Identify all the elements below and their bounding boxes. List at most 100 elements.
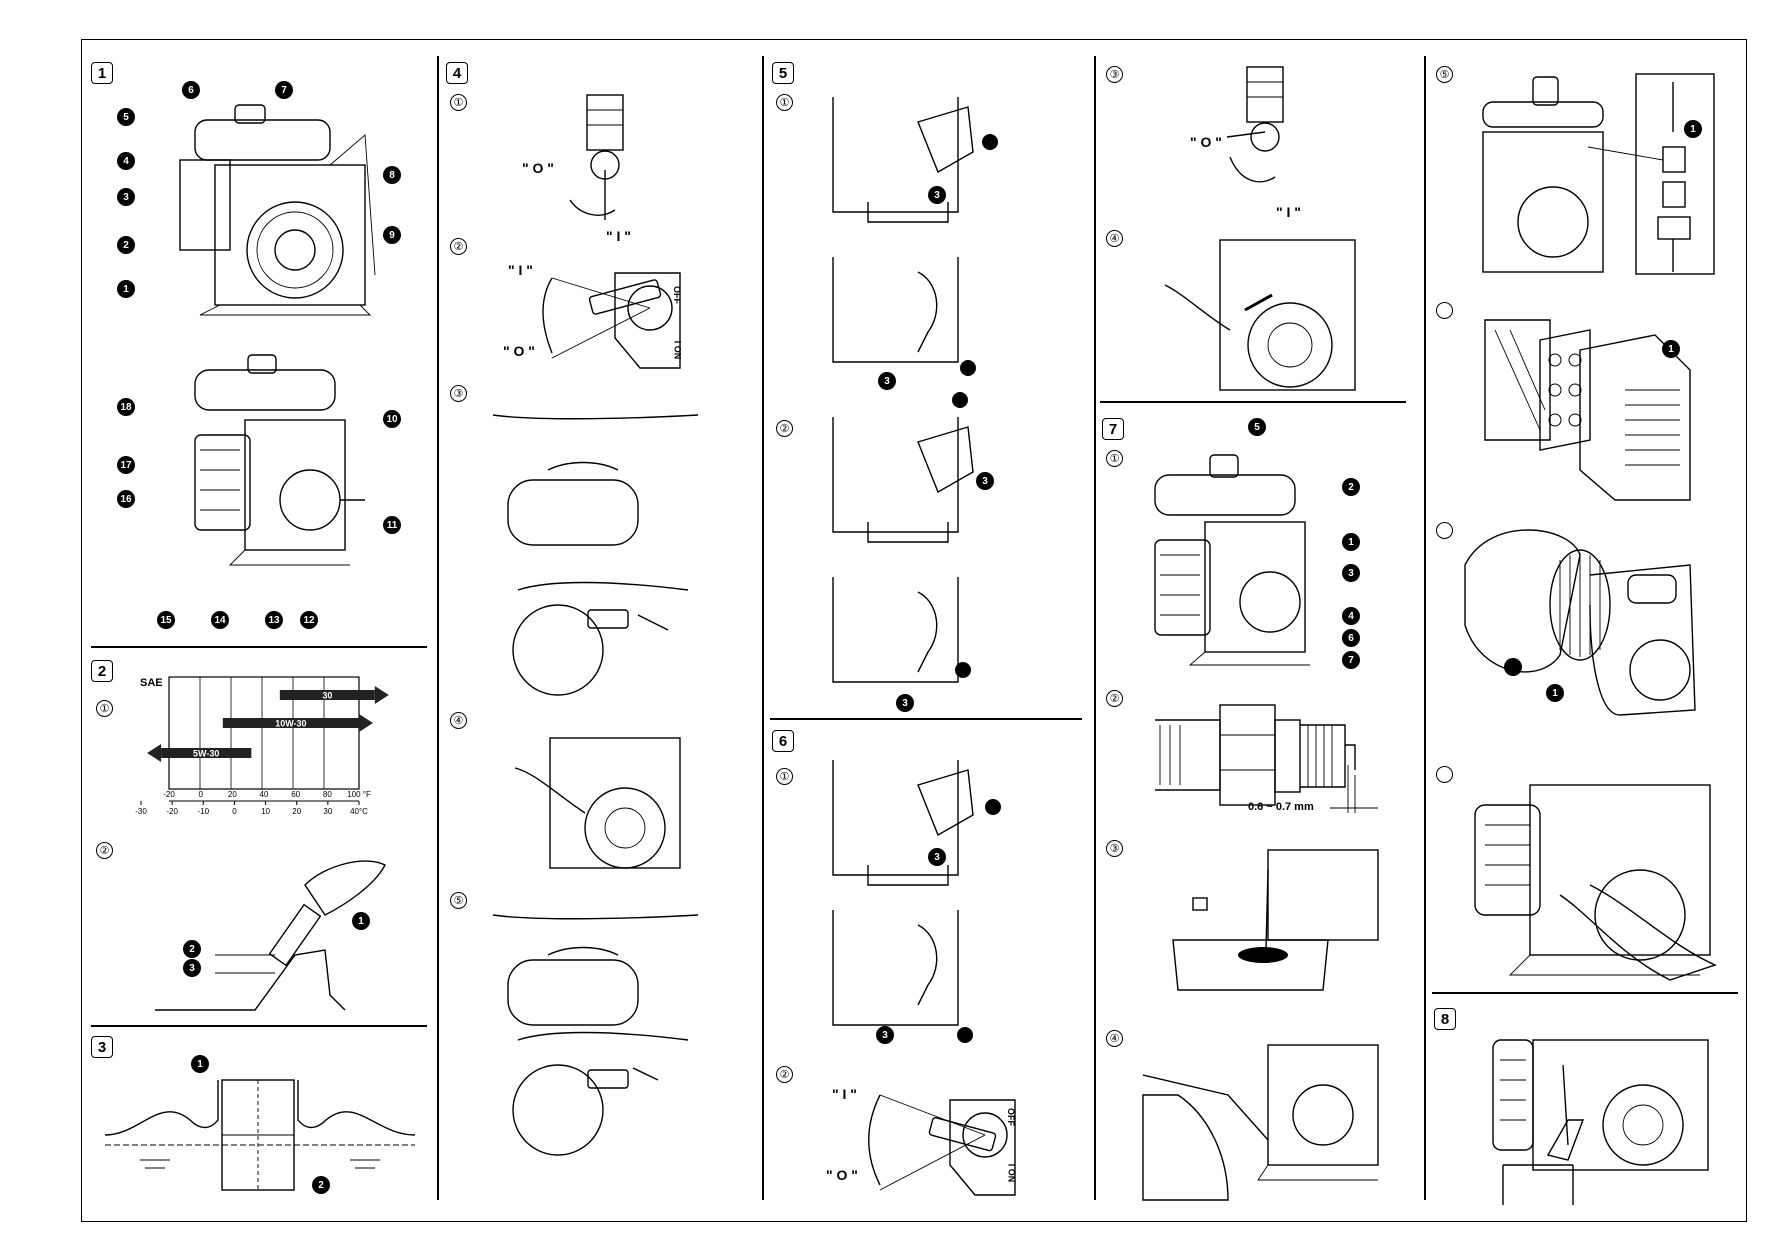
fuel-cock-illustration (569, 94, 624, 220)
label-o: " O " (1190, 134, 1222, 150)
oil-refill-illustration (1142, 1044, 1379, 1201)
section-number: 5 (772, 62, 794, 84)
callout-9: 9 (383, 226, 401, 244)
celsius-tick-label: 30 (323, 807, 332, 816)
throttle-lever-illustration (832, 97, 998, 683)
step-marker: ① (1106, 450, 1123, 467)
callout-2: 2 (312, 1176, 330, 1194)
section-number: 1 (91, 62, 113, 84)
callout-17: 17 (117, 456, 135, 474)
step-marker (1436, 302, 1453, 319)
callout-1: 1 (1342, 533, 1360, 551)
callout-2: 2 (117, 236, 135, 254)
celsius-tick-label: 0 (232, 807, 237, 816)
step-marker: ② (450, 238, 467, 255)
sae-label: SAE (140, 677, 163, 689)
air-cleaner-removal-illustration (1474, 784, 1717, 981)
viscosity-bar: 30 (279, 686, 389, 704)
step-marker: ① (96, 700, 113, 717)
label-i: " I " (508, 262, 533, 278)
celsius-tick-label: -30 (135, 807, 147, 816)
spark-plug-gap-illustration (1155, 704, 1378, 813)
section-divider (1100, 401, 1406, 403)
step-marker: ⑤ (450, 892, 467, 909)
section-number: 3 (91, 1036, 113, 1058)
gap-measurement: 0.6 ~ 0.7 mm (1248, 801, 1314, 813)
oil-drain-illustration (1172, 849, 1379, 991)
step-marker: ③ (450, 385, 467, 402)
fuel-filter-illustration (1482, 73, 1715, 275)
callout-6: 6 (1342, 629, 1360, 647)
air-cleaner-illustration (1484, 319, 1691, 501)
fuel-cock-close-illustration (1226, 66, 1284, 183)
callout-3: 3 (878, 372, 896, 390)
callout-3: 3 (117, 188, 135, 206)
engine-illustration-front (179, 104, 376, 316)
callout-2: 2 (1342, 478, 1360, 496)
engine-illustration-rear (194, 354, 365, 566)
column-divider (1094, 56, 1096, 1200)
callout-15: 15 (157, 611, 175, 629)
callout-5: 5 (117, 108, 135, 126)
step-marker: ④ (1106, 230, 1123, 247)
viscosity-bar: 10W-30 (222, 714, 373, 732)
label-i: " I " (1276, 204, 1301, 220)
step-marker: ② (776, 1066, 793, 1083)
callout-4: 4 (1342, 607, 1360, 625)
step-marker: ④ (1106, 1030, 1123, 1047)
callout-8: 8 (383, 166, 401, 184)
callout-7: 7 (1342, 651, 1360, 669)
callout-2: 2 (183, 940, 201, 958)
celsius-tick-label: 40°C (350, 807, 368, 816)
callout-3: 3 (1342, 564, 1360, 582)
label-i: " I " (606, 228, 631, 244)
switch-on-label: I ON (672, 340, 683, 360)
step-marker (1436, 766, 1453, 783)
section-number: 8 (1434, 1008, 1456, 1030)
viscosity-bar-label: 30 (322, 691, 332, 701)
step-marker: ① (450, 94, 467, 111)
callout-12: 12 (300, 611, 318, 629)
callout-3: 3 (976, 472, 994, 490)
oil-filler-neck-illustration (104, 1079, 416, 1191)
step-marker: ① (776, 94, 793, 111)
celsius-tick-label: 20 (292, 807, 301, 816)
callout-16: 16 (117, 490, 135, 508)
callout-3: 3 (928, 186, 946, 204)
callout-4: 4 (117, 152, 135, 170)
callout-6: 6 (182, 81, 200, 99)
callout-3: 3 (928, 848, 946, 866)
column-divider (1424, 56, 1426, 1200)
callout-1: 1 (352, 912, 370, 930)
step-marker: ③ (1106, 840, 1123, 857)
callout-1: 1 (1546, 684, 1564, 702)
step-marker (1436, 522, 1453, 539)
callout-10: 10 (383, 410, 401, 428)
section-number: 4 (446, 62, 468, 84)
viscosity-bar-label: 10W-30 (275, 719, 306, 729)
fahrenheit-tick-label: 100 °F (347, 790, 371, 799)
stop-lever-illustration (832, 760, 1001, 1043)
step-marker: ④ (450, 712, 467, 729)
section-divider (91, 1025, 427, 1027)
section-number: 2 (91, 660, 113, 682)
choke-return-illustration (492, 914, 699, 1156)
switch-off-label: OFF (672, 286, 682, 304)
callout-14: 14 (211, 611, 229, 629)
step-marker: ② (1106, 690, 1123, 707)
dipstick-illustration (155, 860, 386, 1011)
label-o: " O " (503, 343, 535, 359)
switch-on-label: I ON (1006, 1163, 1017, 1183)
fahrenheit-tick-label: 0 (198, 790, 203, 799)
callout-3: 3 (876, 1026, 894, 1044)
page-frame (81, 39, 1747, 1222)
fahrenheit-tick-label: -20 (163, 790, 175, 799)
label-o: " O " (522, 160, 554, 176)
choke-lever-illustration (488, 414, 713, 696)
callout-1: 1 (117, 280, 135, 298)
engine-switch-illustration (542, 272, 681, 369)
engine-side-illustration (1164, 239, 1356, 391)
fahrenheit-tick-label: 80 (323, 790, 332, 799)
viscosity-bar-label: 5W-30 (193, 749, 219, 759)
